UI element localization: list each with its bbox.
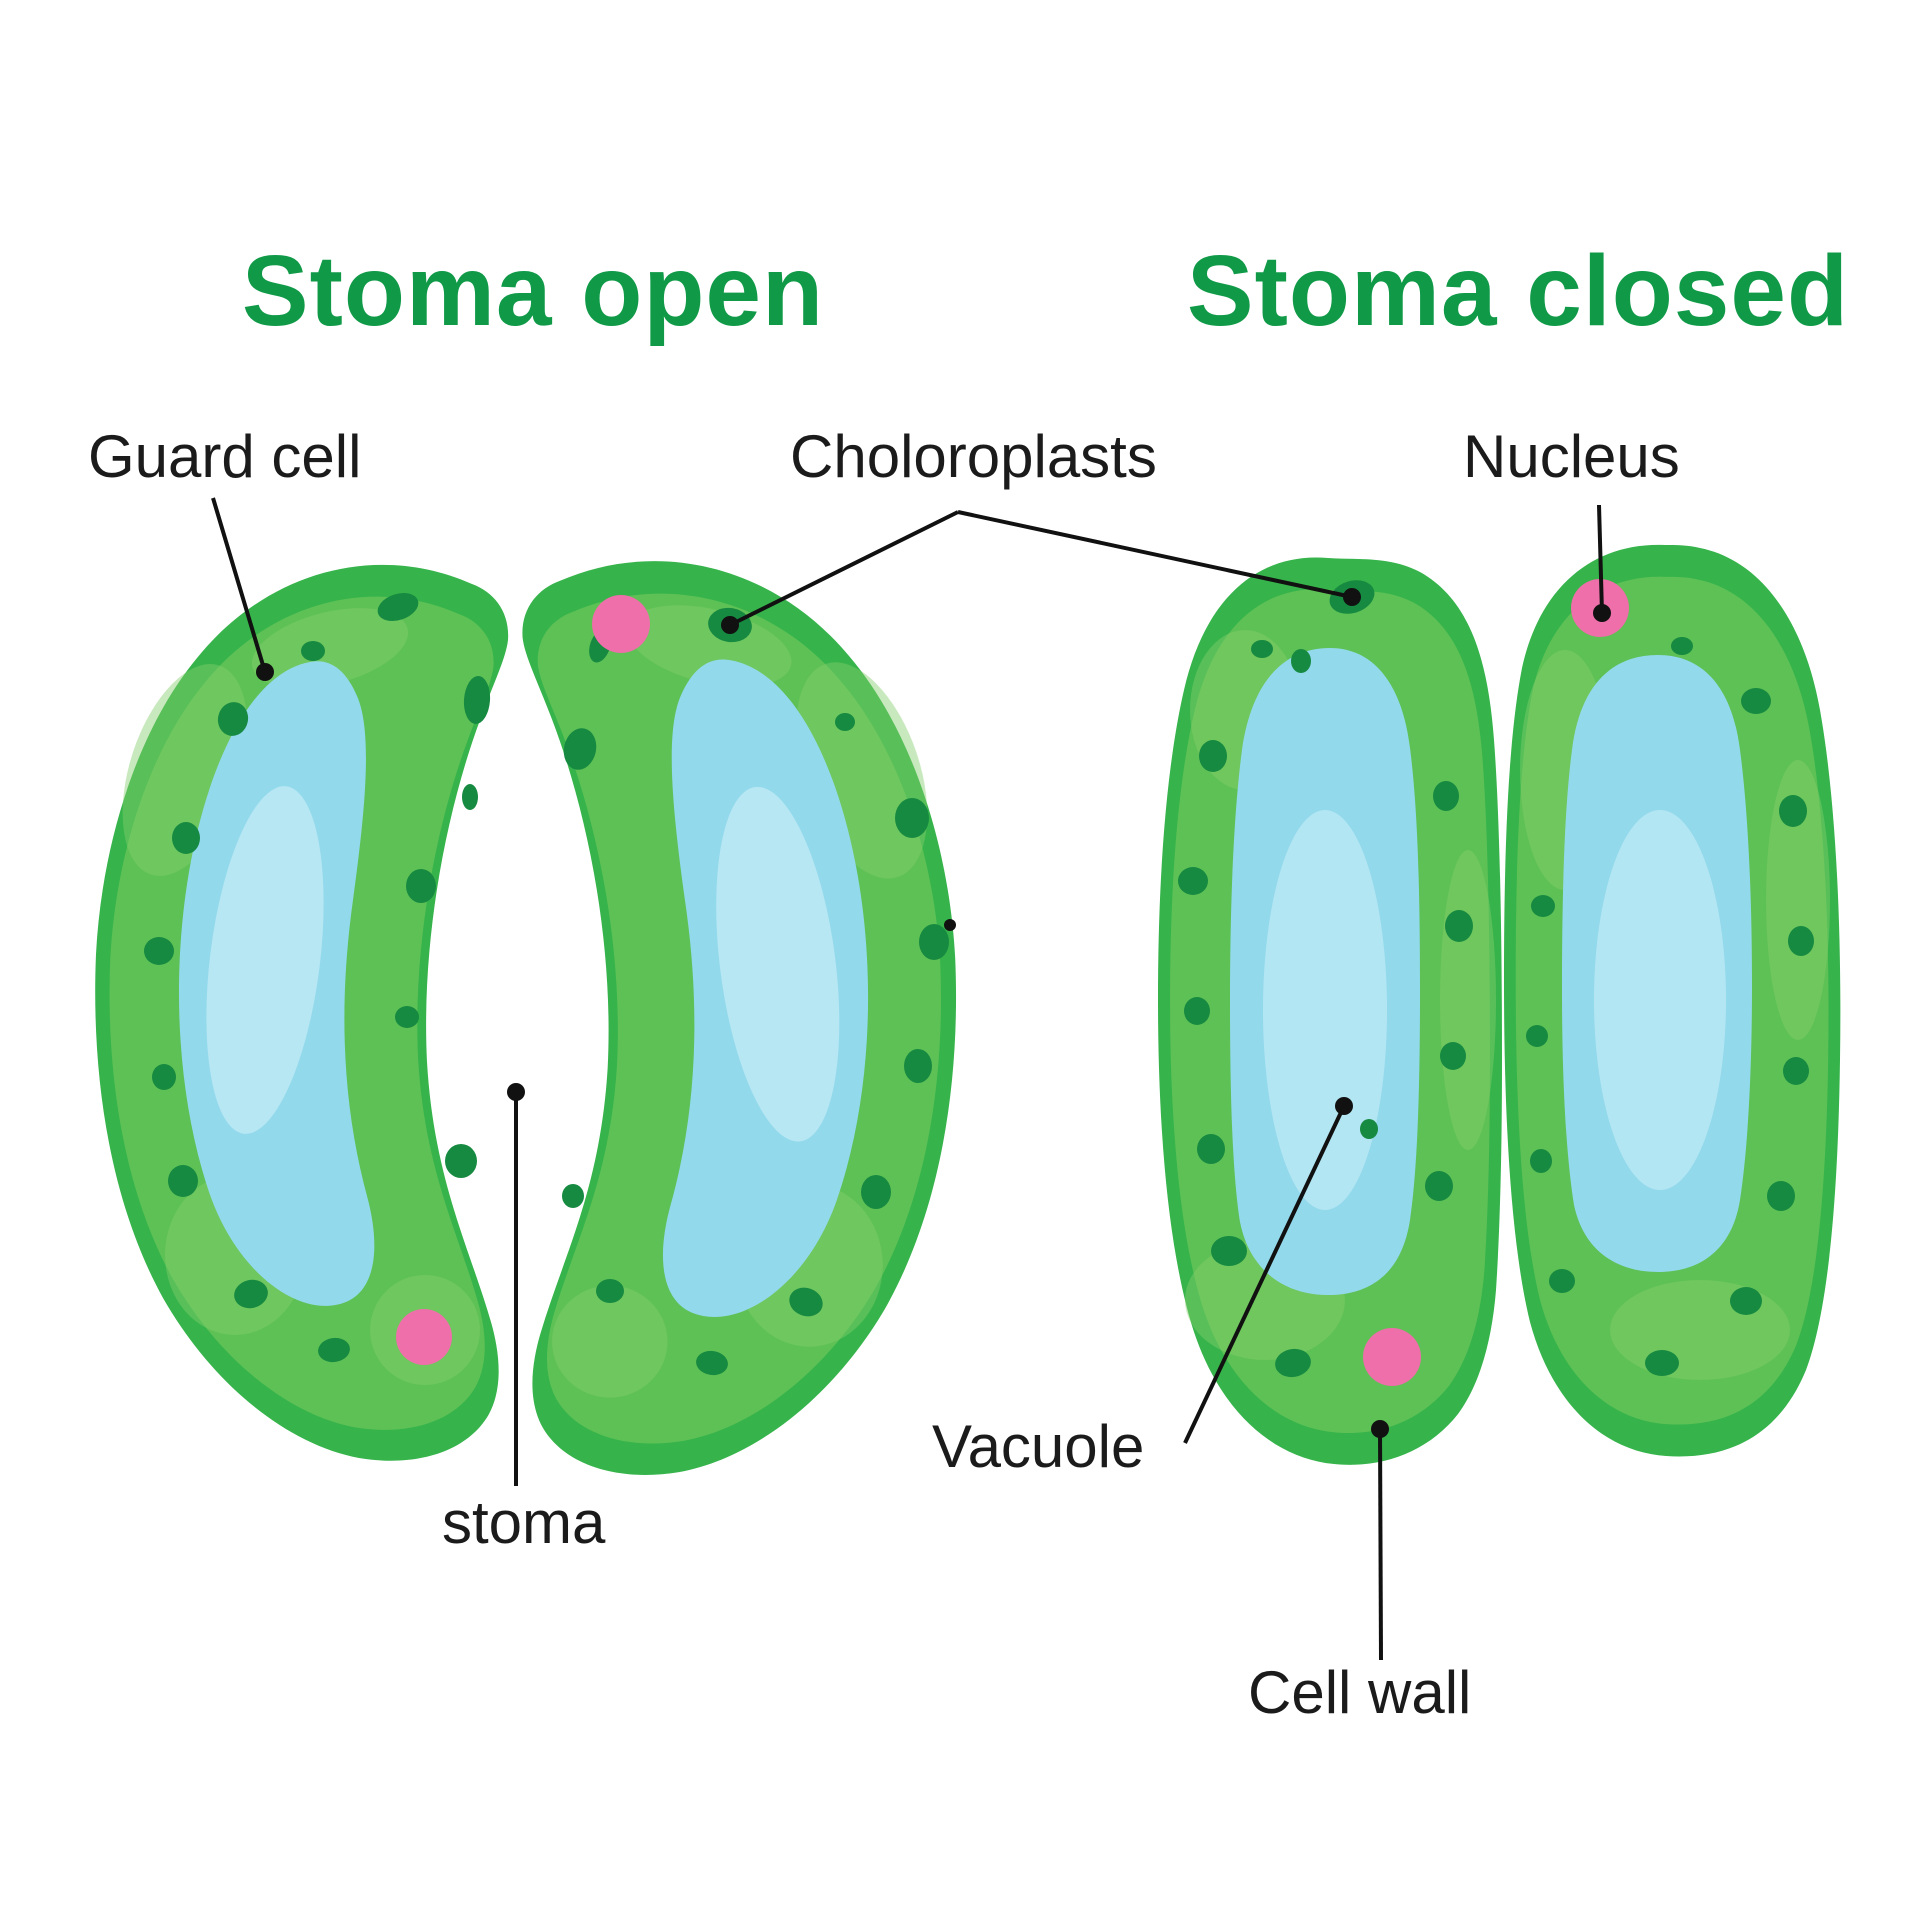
nucleus-open-right [592, 595, 650, 653]
label-guard-cell: Guard cell [88, 423, 362, 490]
stoma-leader [507, 1083, 525, 1486]
label-nucleus: Nucleus [1463, 423, 1680, 490]
chloroplasts-leader-right [957, 510, 1361, 606]
title-stoma-closed: Stoma closed [1186, 235, 1850, 347]
vacuole-highlight [1263, 810, 1387, 1210]
stoma-closed-figure [1158, 544, 1841, 1465]
guard-cell-open-right [522, 561, 957, 1475]
chloroplasts-closed-right [1526, 637, 1814, 1376]
cell-wall-leader [1371, 1420, 1389, 1661]
chloroplasts-open-left [144, 593, 491, 1363]
stray-dot [944, 919, 956, 931]
leader-lines [211, 497, 1611, 1661]
chloroplasts-open-right [562, 607, 949, 1376]
label-chloroplasts: Choloroplasts [790, 423, 1157, 490]
stoma-open-figure [95, 561, 957, 1475]
vacuole-leader [1183, 1097, 1353, 1444]
label-vacuole: Vacuole [932, 1413, 1145, 1480]
nucleus-open-left [396, 1309, 452, 1365]
label-cell-wall: Cell wall [1248, 1659, 1472, 1726]
guard-cell-leader [211, 497, 274, 681]
chloroplasts-leader-left [721, 510, 959, 634]
label-stoma: stoma [442, 1489, 606, 1556]
nucleus-closed-left [1363, 1328, 1421, 1386]
vacuole-highlight [1594, 810, 1726, 1190]
title-stoma-open: Stoma open [241, 235, 825, 347]
nucleus-leader [1593, 504, 1611, 622]
